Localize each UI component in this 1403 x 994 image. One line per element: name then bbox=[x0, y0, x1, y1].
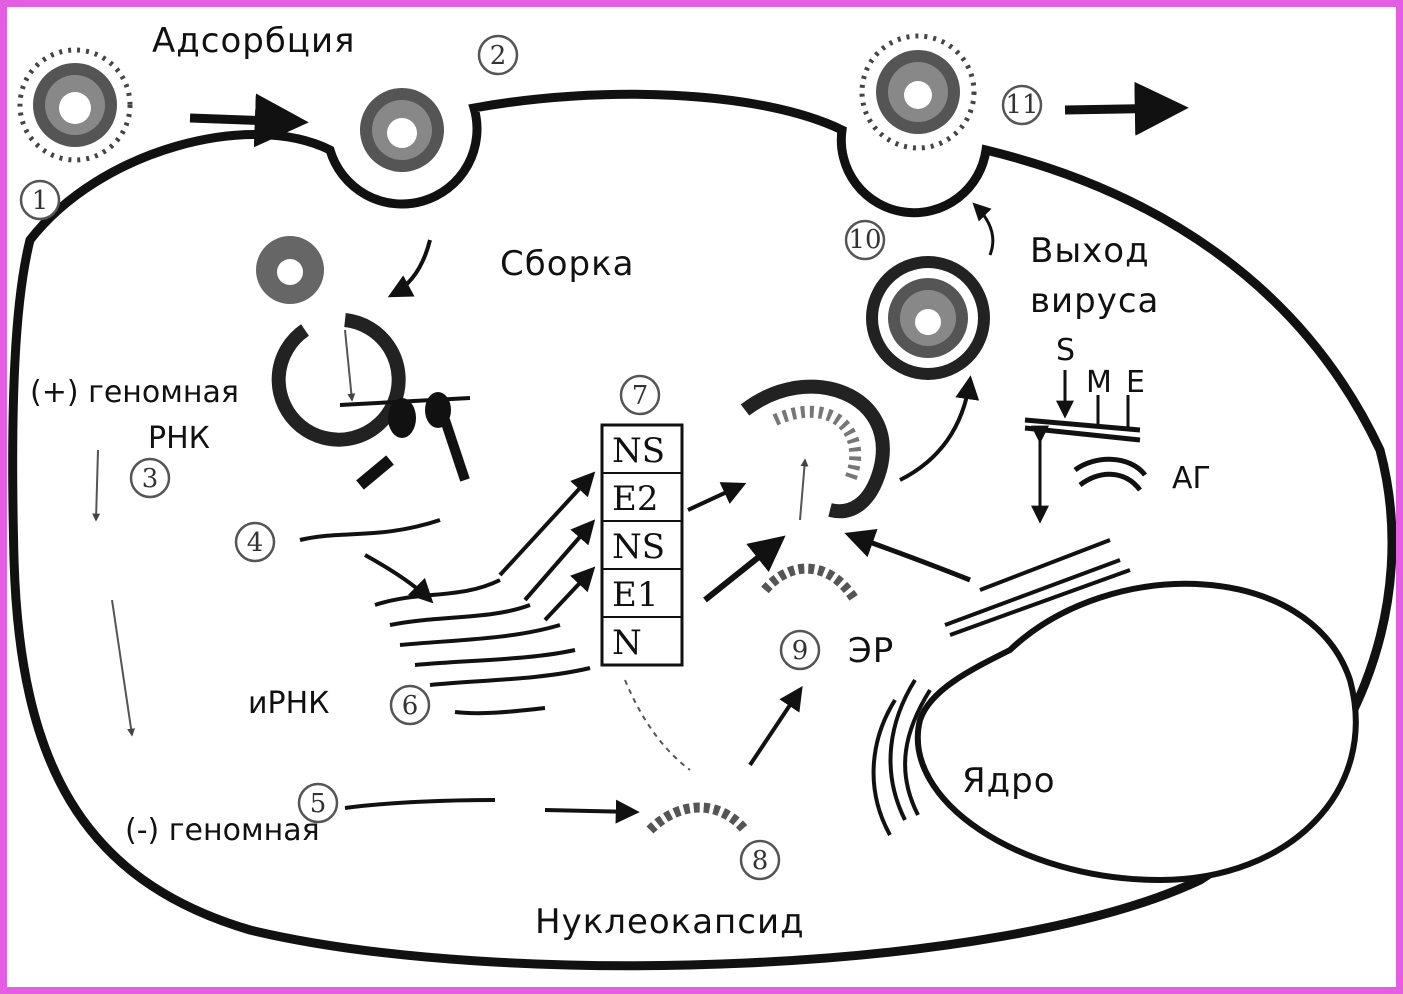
step-9-marker: 9 bbox=[781, 631, 819, 669]
label-nucleocapsid: Нуклеокапсид bbox=[535, 902, 805, 942]
endosome-virion bbox=[256, 236, 399, 440]
label-glyco-s: S bbox=[1056, 333, 1075, 368]
svg-text:1: 1 bbox=[32, 186, 49, 216]
label-nucleus: Ядро bbox=[962, 761, 1056, 801]
svg-text:9: 9 bbox=[792, 636, 809, 666]
protein-e2: E2 bbox=[612, 479, 658, 519]
step-3-marker: 3 bbox=[131, 459, 169, 497]
svg-text:2: 2 bbox=[490, 41, 507, 71]
svg-text:7: 7 bbox=[632, 381, 649, 411]
step-8-marker: 8 bbox=[741, 841, 779, 879]
minus-rna-strand bbox=[345, 800, 495, 808]
step-2-marker: 2 bbox=[479, 36, 517, 74]
step-6-marker: 6 bbox=[391, 686, 429, 724]
step-4-marker: 4 bbox=[236, 523, 274, 561]
adsorbed-virion bbox=[360, 88, 444, 172]
svg-text:10: 10 bbox=[848, 225, 881, 255]
label-exit-line2: вируса bbox=[1030, 281, 1159, 321]
label-plus-genomic-line1: (+) геномная bbox=[30, 375, 239, 410]
free-virion bbox=[20, 50, 130, 160]
step-5-marker: 5 bbox=[299, 784, 337, 822]
protein-ns-1: NS bbox=[612, 431, 665, 471]
protein-e1: E1 bbox=[612, 575, 658, 615]
svg-text:6: 6 bbox=[402, 691, 419, 721]
svg-text:5: 5 bbox=[310, 789, 327, 819]
nucleus bbox=[918, 584, 1356, 880]
virus-replication-diagram: NS E2 NS E1 N Адсорбция Сборка Выход вир… bbox=[7, 7, 1396, 987]
protein-n: N bbox=[612, 623, 642, 663]
svg-text:11: 11 bbox=[1005, 90, 1038, 120]
protein-ns-2: NS bbox=[612, 527, 665, 567]
label-mrna: иРНК bbox=[248, 686, 329, 721]
svg-text:4: 4 bbox=[247, 528, 264, 558]
golgi-apparatus bbox=[1025, 420, 1145, 490]
assembling-envelope bbox=[745, 387, 883, 512]
step-11-marker: 11 bbox=[1003, 86, 1041, 124]
label-adsorption: Адсорбция bbox=[152, 21, 356, 61]
step-7-marker: 7 bbox=[621, 376, 659, 414]
label-glyco-m: M bbox=[1086, 365, 1112, 400]
label-glyco-e: E bbox=[1126, 365, 1145, 400]
diagram-canvas: NS E2 NS E1 N Адсорбция Сборка Выход вир… bbox=[7, 7, 1396, 987]
protein-box: NS E2 NS E1 N bbox=[602, 425, 682, 665]
genomic-rna-strand bbox=[300, 520, 440, 540]
budding-virion bbox=[862, 36, 974, 148]
label-golgi: АГ bbox=[1172, 461, 1211, 496]
step-1-marker: 1 bbox=[21, 181, 59, 219]
step-10-marker: 10 bbox=[846, 221, 884, 259]
mature-virion bbox=[866, 256, 990, 380]
svg-text:3: 3 bbox=[142, 464, 159, 494]
label-exit-line1: Выход bbox=[1030, 231, 1150, 271]
svg-text:8: 8 bbox=[752, 846, 769, 876]
label-er: ЭР bbox=[848, 631, 894, 671]
label-assembly: Сборка bbox=[500, 244, 634, 284]
label-plus-genomic-line2: РНК bbox=[148, 421, 210, 456]
label-minus-genomic: (-) геномная bbox=[125, 813, 320, 848]
